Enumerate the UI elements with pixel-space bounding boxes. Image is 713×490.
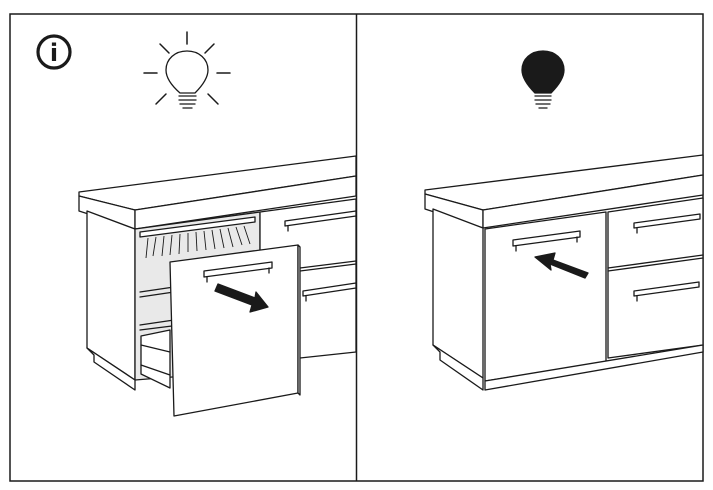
drawer-body: [140, 329, 171, 389]
interior-light-rays: [139, 216, 256, 259]
cabinet-plinth: [86, 347, 136, 391]
drawer-front-edge: [297, 244, 301, 396]
drawer-handle-right-lower: [633, 281, 700, 302]
drawer-handle-right-lower: [302, 282, 357, 302]
light-bulb-off-icon: [521, 50, 565, 109]
worktop-side: [482, 174, 704, 229]
light-bulb-on-icon: [143, 31, 231, 109]
cabinet-plinth: [432, 344, 484, 391]
drawer-handle-right-upper: [284, 210, 357, 232]
cabinet-closed: [424, 154, 704, 391]
info-icon: i: [36, 34, 72, 70]
drawer-handle-right-upper: [633, 213, 701, 234]
plinth-base: [484, 344, 704, 391]
door-handle-closed: [512, 230, 581, 252]
push-arrow-icon: [534, 252, 589, 279]
worktop-side: [134, 175, 357, 230]
panel-left: i: [36, 31, 357, 417]
drawer-handle-open: [203, 261, 273, 278]
cabinet-open-drawer: [78, 155, 357, 417]
panel-right: [424, 50, 704, 391]
pull-arrow-icon: [214, 283, 269, 313]
info-symbol: i: [50, 39, 58, 67]
